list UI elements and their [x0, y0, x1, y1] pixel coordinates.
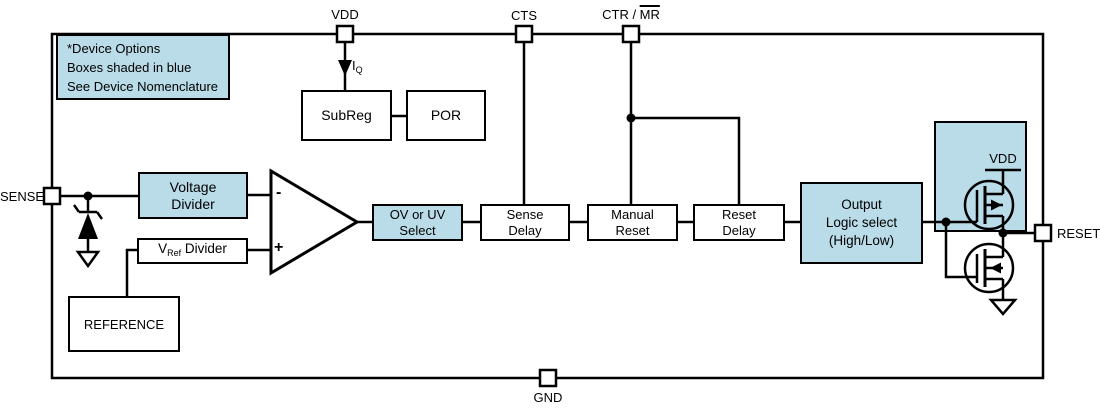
- junction-dot: [998, 228, 1008, 238]
- ov-uv-select-block: OV or UV Select: [372, 204, 463, 241]
- por-label: POR: [430, 107, 462, 123]
- note-line: Boxes shaded in blue: [67, 59, 192, 75]
- iq-label: IQ: [352, 58, 363, 75]
- ctr-mr-pin: [621, 24, 641, 44]
- subreg-block: SubReg: [301, 90, 392, 141]
- reset-delay-label: Reset: [722, 206, 756, 222]
- junction-dot: [941, 217, 951, 227]
- wire-ctr-to-reset-delay: [631, 116, 741, 204]
- vref-divider-block: VRef Divider: [137, 238, 248, 264]
- output-logic-label: (High/Low): [828, 233, 895, 248]
- comparator-plus-label: +: [274, 239, 284, 256]
- sense-pin-label: SENSE: [0, 189, 45, 204]
- voltage-divider-block: Voltage Divider: [138, 172, 248, 219]
- output-logic-block: Output Logic select (High/Low): [800, 182, 923, 264]
- output-logic-label: Logic select: [825, 215, 898, 230]
- comparator-minus-label: -: [276, 184, 282, 201]
- fet-vdd-label: VDD: [989, 151, 1017, 166]
- sense-delay-label: Delay: [508, 222, 542, 238]
- reset-delay-block: Reset Delay: [693, 204, 785, 241]
- ctr-mr-pin-label: CTR / MR: [602, 7, 660, 22]
- vref-divider-label: VRef Divider: [158, 241, 227, 258]
- iq-arrow-icon: [338, 60, 352, 76]
- ov-uv-label: OV or UV: [389, 206, 446, 222]
- reset-pin: [1033, 223, 1053, 243]
- nmos-body-arrow-icon: [990, 262, 1001, 274]
- ground-icon: [988, 298, 1018, 316]
- sense-pin: [42, 186, 62, 206]
- fet-option-shaded-box: [934, 121, 1027, 232]
- zener-diode-icon: [78, 213, 98, 239]
- zener-cathode-bar: [72, 204, 104, 220]
- voltage-divider-label: Divider: [171, 195, 215, 212]
- manual-reset-label: Manual: [611, 206, 654, 222]
- nmos-icon: [963, 242, 1015, 294]
- vdd-pin: [335, 24, 355, 44]
- subreg-label: SubReg: [321, 107, 372, 123]
- sense-delay-label: Sense: [506, 206, 544, 222]
- sense-delay-block: Sense Delay: [480, 204, 570, 241]
- ov-uv-label: Select: [399, 222, 436, 238]
- output-logic-label: Output: [841, 197, 882, 212]
- manual-reset-block: Manual Reset: [587, 204, 678, 241]
- wire-reference-to-vref: [125, 248, 137, 296]
- gnd-pin: [538, 368, 558, 388]
- reset-pin-label: RESET: [1057, 226, 1100, 241]
- gnd-pin-label: GND: [533, 390, 563, 405]
- cts-pin: [514, 24, 534, 44]
- note-line: See Device Nomenclature: [67, 78, 219, 94]
- ground-icon: [75, 250, 101, 269]
- voltage-divider-label: Voltage: [169, 178, 217, 195]
- reference-label: REFERENCE: [83, 316, 165, 332]
- junction-dot: [83, 191, 93, 201]
- pmos-body-arrow-icon: [991, 199, 1002, 211]
- reference-block: REFERENCE: [68, 296, 180, 352]
- pmos-icon: [963, 179, 1015, 231]
- cts-pin-label: CTS: [511, 8, 537, 23]
- comparator-icon: [269, 168, 360, 276]
- por-block: POR: [406, 90, 486, 141]
- note-line: *Device Options: [67, 40, 161, 56]
- reset-delay-label: Delay: [722, 222, 756, 238]
- manual-reset-label: Reset: [615, 222, 650, 238]
- device-options-note: *Device Options Boxes shaded in blue See…: [56, 34, 230, 100]
- vdd-pin-label: VDD: [331, 7, 359, 22]
- junction-dot: [626, 113, 636, 123]
